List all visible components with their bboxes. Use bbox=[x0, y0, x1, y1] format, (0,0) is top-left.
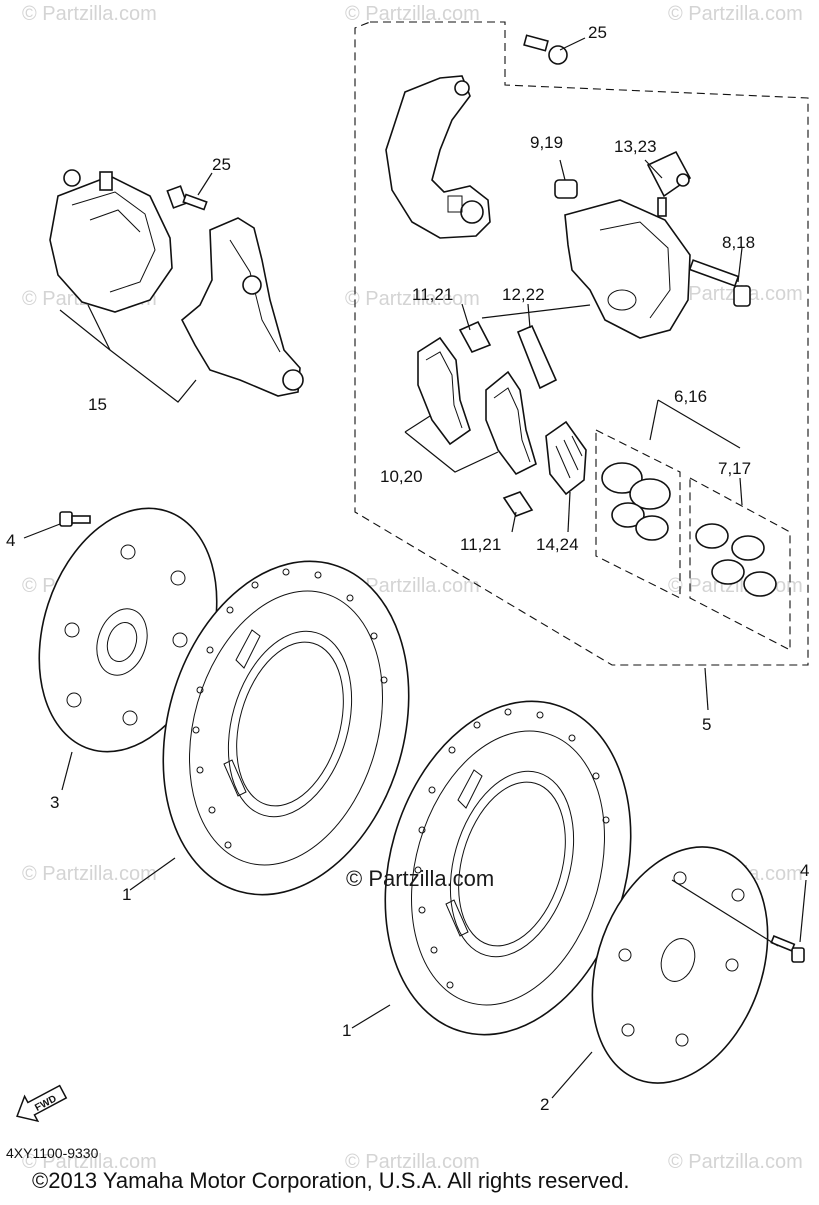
callout-8-18[interactable]: 8,18 bbox=[722, 233, 755, 252]
callout-7-17[interactable]: 7,17 bbox=[718, 459, 751, 478]
callout-4-left[interactable]: 4 bbox=[6, 531, 15, 550]
callout-4-right[interactable]: 4 bbox=[800, 861, 809, 880]
watermark: © Partzilla.com bbox=[22, 1151, 157, 1173]
callout-15[interactable]: 15 bbox=[88, 395, 107, 414]
watermark: © Partzilla.com bbox=[668, 3, 803, 25]
watermark: © Partzilla.com bbox=[22, 3, 157, 25]
callout-1-left[interactable]: 1 bbox=[122, 885, 131, 904]
pad-spring-11-top[interactable] bbox=[458, 320, 492, 354]
brake-pad-20[interactable] bbox=[485, 370, 537, 476]
callout-14-24[interactable]: 14,24 bbox=[536, 535, 579, 554]
copyright-notice: ©2013 Yamaha Motor Corporation, U.S.A. A… bbox=[32, 1168, 629, 1193]
callout-11-21-bottom[interactable]: 11,21 bbox=[460, 535, 501, 554]
callout-labels: 25 25 9,19 13,23 8,18 11,21 12,22 6,16 7… bbox=[6, 23, 809, 1114]
bolt-25-right[interactable] bbox=[523, 34, 568, 65]
piston-6[interactable] bbox=[601, 462, 671, 541]
caliper-bracket[interactable] bbox=[385, 75, 491, 239]
watermark: © Partzilla.com bbox=[22, 863, 157, 885]
screw-4-left[interactable] bbox=[59, 511, 91, 527]
watermark: © Partzilla.com bbox=[345, 288, 480, 310]
callout-12-22[interactable]: 12,22 bbox=[502, 285, 545, 304]
seal-kit-7[interactable] bbox=[695, 523, 777, 597]
shim-14[interactable] bbox=[545, 420, 587, 496]
caliper-assembly-boundary bbox=[354, 21, 809, 666]
bolt-25-left[interactable] bbox=[166, 185, 208, 211]
seal-kit-boundary-7 bbox=[689, 477, 791, 651]
pad-spring-11-bottom[interactable] bbox=[502, 491, 534, 517]
watermark: © Partzilla.com bbox=[345, 1151, 480, 1173]
bleed-screw-9[interactable] bbox=[554, 179, 578, 199]
pad-support-12[interactable] bbox=[516, 324, 558, 390]
callout-25-right[interactable]: 25 bbox=[588, 23, 607, 42]
disc-cover-2[interactable] bbox=[561, 822, 799, 1107]
callout-3[interactable]: 3 bbox=[50, 793, 59, 812]
callout-1-right[interactable]: 1 bbox=[342, 1021, 351, 1040]
caliper-body[interactable] bbox=[564, 199, 691, 339]
center-watermark: © Partzilla.com bbox=[346, 866, 494, 891]
fwd-label: FWD bbox=[33, 1093, 58, 1113]
disc-holes bbox=[414, 708, 610, 989]
brake-disc-1-left[interactable] bbox=[126, 532, 447, 924]
watermark: © Partzilla.com bbox=[668, 1151, 803, 1173]
watermark: © Partzilla.com bbox=[345, 575, 480, 597]
callout-13-23[interactable]: 13,23 bbox=[614, 137, 657, 156]
pin-8[interactable] bbox=[688, 259, 751, 307]
callout-25-left[interactable]: 25 bbox=[212, 155, 231, 174]
diagram-code: 4XY1100-9330 bbox=[6, 1145, 99, 1161]
callout-2[interactable]: 2 bbox=[540, 1095, 549, 1114]
seal-kit-boundary-6 bbox=[595, 429, 681, 599]
cap-13[interactable] bbox=[646, 150, 692, 217]
screw-4-right[interactable] bbox=[770, 935, 805, 963]
disc-holes bbox=[192, 568, 388, 849]
callout-6-16[interactable]: 6,16 bbox=[674, 387, 707, 406]
leader-lines bbox=[23, 37, 807, 1099]
brake-pad-10[interactable] bbox=[417, 336, 471, 446]
fwd-arrow-icon: FWD bbox=[16, 1084, 68, 1123]
watermark: © Partzilla.com bbox=[345, 3, 480, 25]
callout-5[interactable]: 5 bbox=[702, 715, 711, 734]
callout-9-19[interactable]: 9,19 bbox=[530, 133, 563, 152]
callout-10-20[interactable]: 10,20 bbox=[380, 467, 423, 486]
left-caliper-assembly[interactable] bbox=[49, 169, 304, 397]
callout-11-21-top[interactable]: 11,21 bbox=[412, 285, 453, 304]
